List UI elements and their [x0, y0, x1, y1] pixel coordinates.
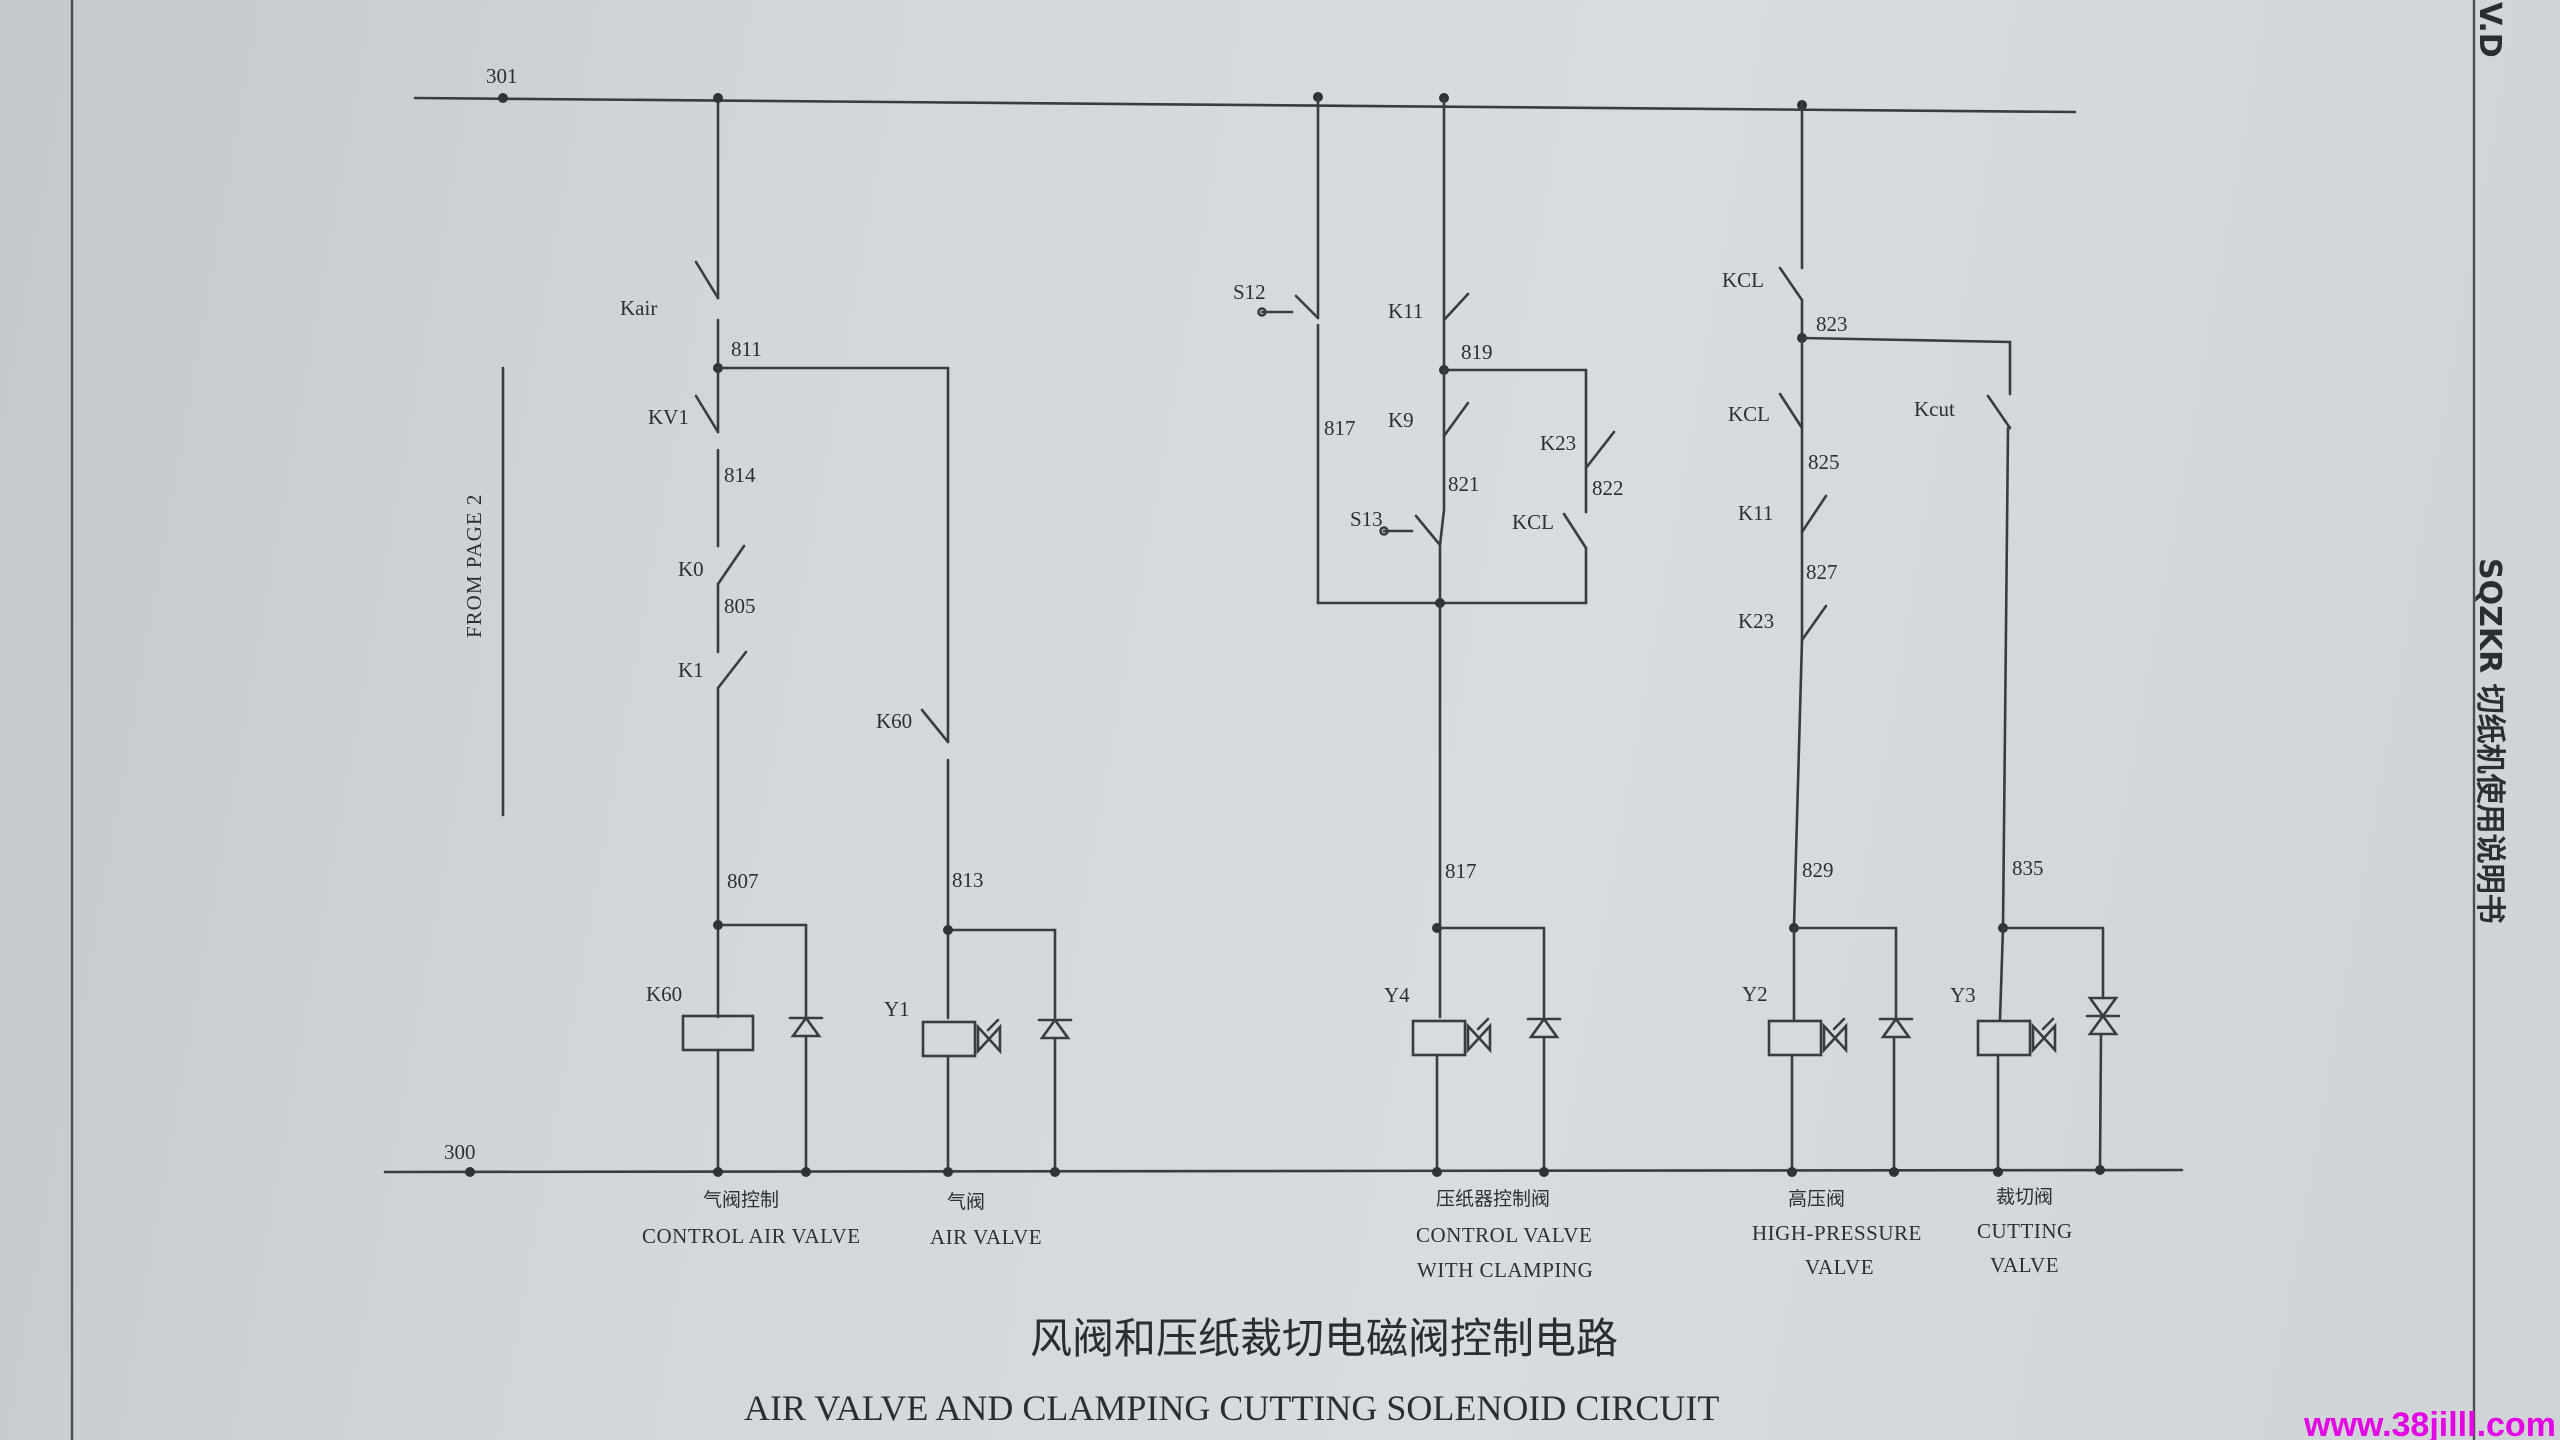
- solenoid-coil-y1: [921, 1020, 977, 1058]
- solenoid-coil-y4: [1411, 1019, 1467, 1057]
- label-s12: S12: [1233, 280, 1266, 304]
- label-y1: Y1: [884, 997, 910, 1021]
- label-813: 813: [952, 868, 984, 892]
- label-kcut: Kcut: [1914, 397, 1955, 421]
- valve-symbol-y3: [2031, 1017, 2057, 1054]
- valve-symbol-y4: [1466, 1017, 1492, 1054]
- manual-title: SQZKR 切纸机使用说明书: [2472, 558, 2507, 924]
- diode-y1: [1037, 1017, 1073, 1040]
- rail-300: [383, 1168, 2184, 1174]
- label-kcl-c: KCL: [1728, 402, 1770, 426]
- caption-en-clamping-1: CONTROL VALVE: [1416, 1223, 1592, 1247]
- label-s13: S13: [1350, 507, 1383, 531]
- branch-control-valve-clamping: [1257, 92, 1616, 1174]
- label-821: 821: [1448, 472, 1480, 496]
- diode-k60: [788, 1015, 824, 1038]
- watermark-url: www.38jilll.com: [2303, 1406, 2556, 1440]
- caption-en-control-air: CONTROL AIR VALVE: [642, 1224, 861, 1248]
- label-kv1: KV1: [648, 405, 689, 429]
- label-y3: Y3: [1950, 983, 1976, 1007]
- label-k0: K0: [678, 557, 704, 581]
- label-k1: K1: [678, 658, 704, 682]
- caption-en-clamping-2: WITH CLAMPING: [1417, 1258, 1593, 1282]
- relay-coil-k60: [681, 1014, 755, 1052]
- branch-cutting-valve: [1800, 336, 2121, 1174]
- label-814: 814: [724, 463, 756, 487]
- label-301: 301: [486, 64, 518, 88]
- label-811: 811: [731, 337, 762, 361]
- diode-y3: [2085, 996, 2121, 1036]
- switch-s13: [1414, 514, 1442, 547]
- label-817-b: 817: [1445, 859, 1477, 883]
- title-english: AIR VALVE AND CLAMPING CUTTING SOLENOID …: [744, 1388, 1719, 1428]
- caption-en-high-pressure-1: HIGH-PRESSURE: [1752, 1221, 1922, 1245]
- label-k23-b: K23: [1738, 609, 1774, 633]
- label-829: 829: [1802, 858, 1834, 882]
- label-kcl-a: KCL: [1512, 510, 1554, 534]
- contact-k60: [920, 708, 950, 744]
- caption-cn-clamping: 压纸器控制阀: [1436, 1188, 1550, 1210]
- label-819: 819: [1461, 340, 1493, 364]
- caption-en-cutting-1: CUTTING: [1977, 1219, 2073, 1243]
- label-k60-contact: K60: [876, 709, 912, 733]
- label-825: 825: [1808, 450, 1840, 474]
- contact-k23-a: [1584, 430, 1616, 470]
- label-822: 822: [1592, 476, 1624, 500]
- corner-mark: V.D: [2472, 2, 2507, 58]
- contact-kair: [694, 260, 720, 300]
- contact-k0: [716, 544, 746, 586]
- label-kcl-b: KCL: [1722, 268, 1764, 292]
- contact-kcl-b: [1778, 266, 1804, 302]
- rail-301-terminal: [498, 93, 508, 103]
- caption-cn-high-pressure: 高压阀: [1788, 1188, 1845, 1210]
- branch-control-air-valve: [681, 96, 824, 1174]
- contact-kv1: [694, 394, 720, 434]
- label-k9: K9: [1388, 408, 1414, 432]
- contact-k11-a: [1442, 292, 1470, 322]
- caption-en-high-pressure-2: VALVE: [1805, 1255, 1874, 1279]
- label-835: 835: [2012, 856, 2044, 880]
- label-y4: Y4: [1384, 983, 1410, 1007]
- label-817-a: 817: [1324, 416, 1356, 440]
- branch-air-valve: [716, 366, 1073, 1174]
- solenoid-coil-y2: [1767, 1019, 1823, 1057]
- from-page-label: FROM PAGE 2: [462, 494, 486, 638]
- label-k23-a: K23: [1540, 431, 1576, 455]
- label-805: 805: [724, 594, 756, 618]
- branch-high-pressure-valve: [1767, 100, 1914, 1174]
- valve-symbol-y1: [976, 1018, 1002, 1055]
- label-k11-b: K11: [1738, 501, 1773, 525]
- caption-en-air: AIR VALVE: [930, 1225, 1042, 1249]
- diode-y4: [1526, 1016, 1562, 1039]
- valve-symbol-y2: [1822, 1017, 1848, 1054]
- title-chinese: 风阀和压纸裁切电磁阀控制电路: [1030, 1314, 1618, 1363]
- caption-cn-cutting: 裁切阀: [1996, 1186, 2053, 1208]
- caption-en-cutting-2: VALVE: [1990, 1253, 2059, 1277]
- contact-kcl-c: [1778, 392, 1804, 430]
- label-300: 300: [444, 1140, 476, 1164]
- contact-k11-b: [1800, 494, 1828, 534]
- solenoid-coil-y3: [1976, 1019, 2032, 1057]
- contact-kcut: [1986, 394, 2012, 430]
- rail-301: [413, 96, 2077, 114]
- label-y2: Y2: [1742, 982, 1768, 1006]
- caption-cn-control-air: 气阀控制: [703, 1189, 779, 1211]
- diode-y2: [1878, 1016, 1914, 1039]
- contact-kcl-a: [1562, 512, 1588, 550]
- contact-k1: [716, 650, 748, 690]
- contact-k23-b: [1800, 604, 1828, 642]
- label-kair: Kair: [620, 296, 657, 320]
- label-k60-coil: K60: [646, 982, 682, 1006]
- label-823: 823: [1816, 312, 1848, 336]
- label-k11-a: K11: [1388, 299, 1423, 323]
- label-827: 827: [1806, 560, 1838, 584]
- contact-k9: [1442, 401, 1470, 438]
- rail-300-terminal: [465, 1167, 475, 1177]
- caption-cn-air: 气阀: [947, 1191, 985, 1213]
- switch-s12: [1294, 294, 1320, 320]
- label-807: 807: [727, 869, 759, 893]
